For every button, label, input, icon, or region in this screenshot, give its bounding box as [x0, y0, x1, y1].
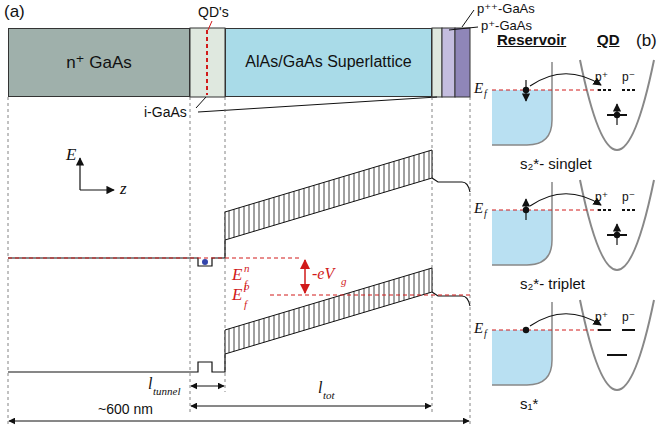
state-label: s₁* — [520, 396, 538, 411]
level-label: p⁺ — [595, 71, 608, 83]
p-level — [622, 89, 635, 91]
energy-axis — [79, 158, 80, 190]
fermi-label: f — [244, 299, 247, 310]
fermi-level-n — [8, 258, 300, 259]
voltage-label: -eV — [312, 266, 334, 282]
voltage-label: g — [341, 276, 347, 287]
p-level — [622, 209, 635, 211]
level-schemes — [492, 60, 654, 390]
i-gaas-layer — [432, 28, 442, 97]
leader-line — [208, 21, 212, 30]
s-level — [607, 354, 627, 356]
layer-band: n⁺ GaAs — [8, 28, 190, 97]
fermi-label: f — [484, 89, 487, 99]
dimension-label: l — [318, 380, 322, 396]
layer-label: i-GaAs — [144, 105, 187, 119]
column-heading: Reservoir — [497, 32, 566, 47]
layer-label: p⁺⁺-GaAs — [477, 2, 535, 15]
dimension-arrow — [191, 406, 431, 407]
layer-label: QD's — [198, 5, 229, 19]
reservoir-wall — [492, 182, 552, 265]
spin-arrow — [525, 199, 526, 220]
fermi-level — [492, 330, 600, 331]
dimension-arrow — [9, 421, 469, 422]
reservoir-fill — [492, 90, 552, 145]
state-label: s₂*- triplet — [520, 276, 585, 291]
layer-name: AlAs/GaAs Superlattice — [239, 53, 417, 71]
spin-arrow — [616, 104, 617, 125]
superlattice-stripes — [229, 151, 429, 353]
panel-label: (b) — [636, 32, 657, 49]
qd-electron — [202, 259, 208, 265]
fermi-label: n — [244, 263, 250, 274]
fermi-label: p — [244, 281, 250, 292]
leader-line — [462, 10, 474, 27]
qd-layer — [206, 30, 208, 95]
valence-band — [432, 292, 470, 306]
guide-lines — [8, 97, 470, 425]
leader-line — [196, 97, 206, 108]
dimension-arrow — [191, 386, 224, 387]
p-plus-layer — [442, 28, 455, 97]
tunnel-arrow — [530, 194, 601, 206]
fermi-label: E — [474, 81, 483, 96]
electron — [523, 327, 529, 333]
qd-potential — [580, 180, 654, 270]
column-heading: QD — [597, 32, 620, 47]
fermi-label: E — [232, 266, 242, 283]
panel-label: (a) — [4, 3, 25, 20]
reservoir-fill — [492, 330, 552, 385]
level-scheme — [492, 180, 654, 270]
spin-arrow — [525, 80, 526, 101]
layer-label: p⁺-GaAs — [481, 19, 532, 32]
p-level — [598, 89, 611, 91]
dimension-label: tunnel — [153, 386, 181, 397]
tunnel-arrow — [530, 74, 601, 86]
conduction-band — [8, 240, 225, 266]
axis-label: z — [120, 180, 127, 197]
fermi-level — [492, 90, 600, 91]
axis-label: E — [66, 146, 76, 163]
reservoir-wall — [492, 302, 552, 385]
layer-name: n⁺ GaAs — [60, 53, 138, 73]
tunnel-arrow — [530, 314, 601, 326]
conduction-band — [432, 178, 470, 192]
fermi-label: E — [232, 286, 242, 303]
qd-potential — [580, 60, 654, 150]
level-scheme — [492, 60, 654, 150]
level-label: p⁻ — [622, 71, 635, 83]
p-plusplus-layer — [455, 28, 470, 97]
reservoir-wall — [492, 62, 552, 145]
z-axis — [80, 189, 114, 190]
leader-line — [198, 97, 437, 112]
level-label: p⁻ — [622, 311, 635, 323]
leader-line — [449, 27, 478, 30]
fermi-label: E — [474, 201, 483, 216]
fermi-label: f — [484, 329, 487, 339]
reservoir-fill — [492, 210, 552, 265]
qd-potential — [580, 300, 654, 390]
fermi-label: E — [474, 321, 483, 336]
state-label: s₂*- singlet — [520, 156, 592, 171]
i-gaas-layer — [190, 28, 225, 97]
dimension-label: ~600 nm — [98, 402, 153, 416]
level-label: p⁺ — [595, 311, 608, 323]
fermi-label: f — [484, 209, 487, 219]
superlattice-cb — [225, 150, 432, 240]
fermi-level-p — [270, 295, 470, 296]
level-label: p⁻ — [622, 191, 635, 203]
gate-voltage-arrow — [304, 260, 306, 293]
dimension-label: tot — [323, 390, 335, 401]
layer-band: AlAs/GaAs Superlattice — [225, 28, 432, 97]
fermi-level — [492, 210, 600, 211]
valence-band — [8, 354, 225, 372]
level-scheme — [492, 300, 654, 390]
level-label: p⁺ — [595, 191, 608, 203]
p-level — [598, 329, 611, 331]
p-level — [622, 329, 635, 331]
p-level — [598, 209, 611, 211]
spin-arrow — [616, 224, 617, 245]
dimension-label: l — [148, 376, 152, 392]
